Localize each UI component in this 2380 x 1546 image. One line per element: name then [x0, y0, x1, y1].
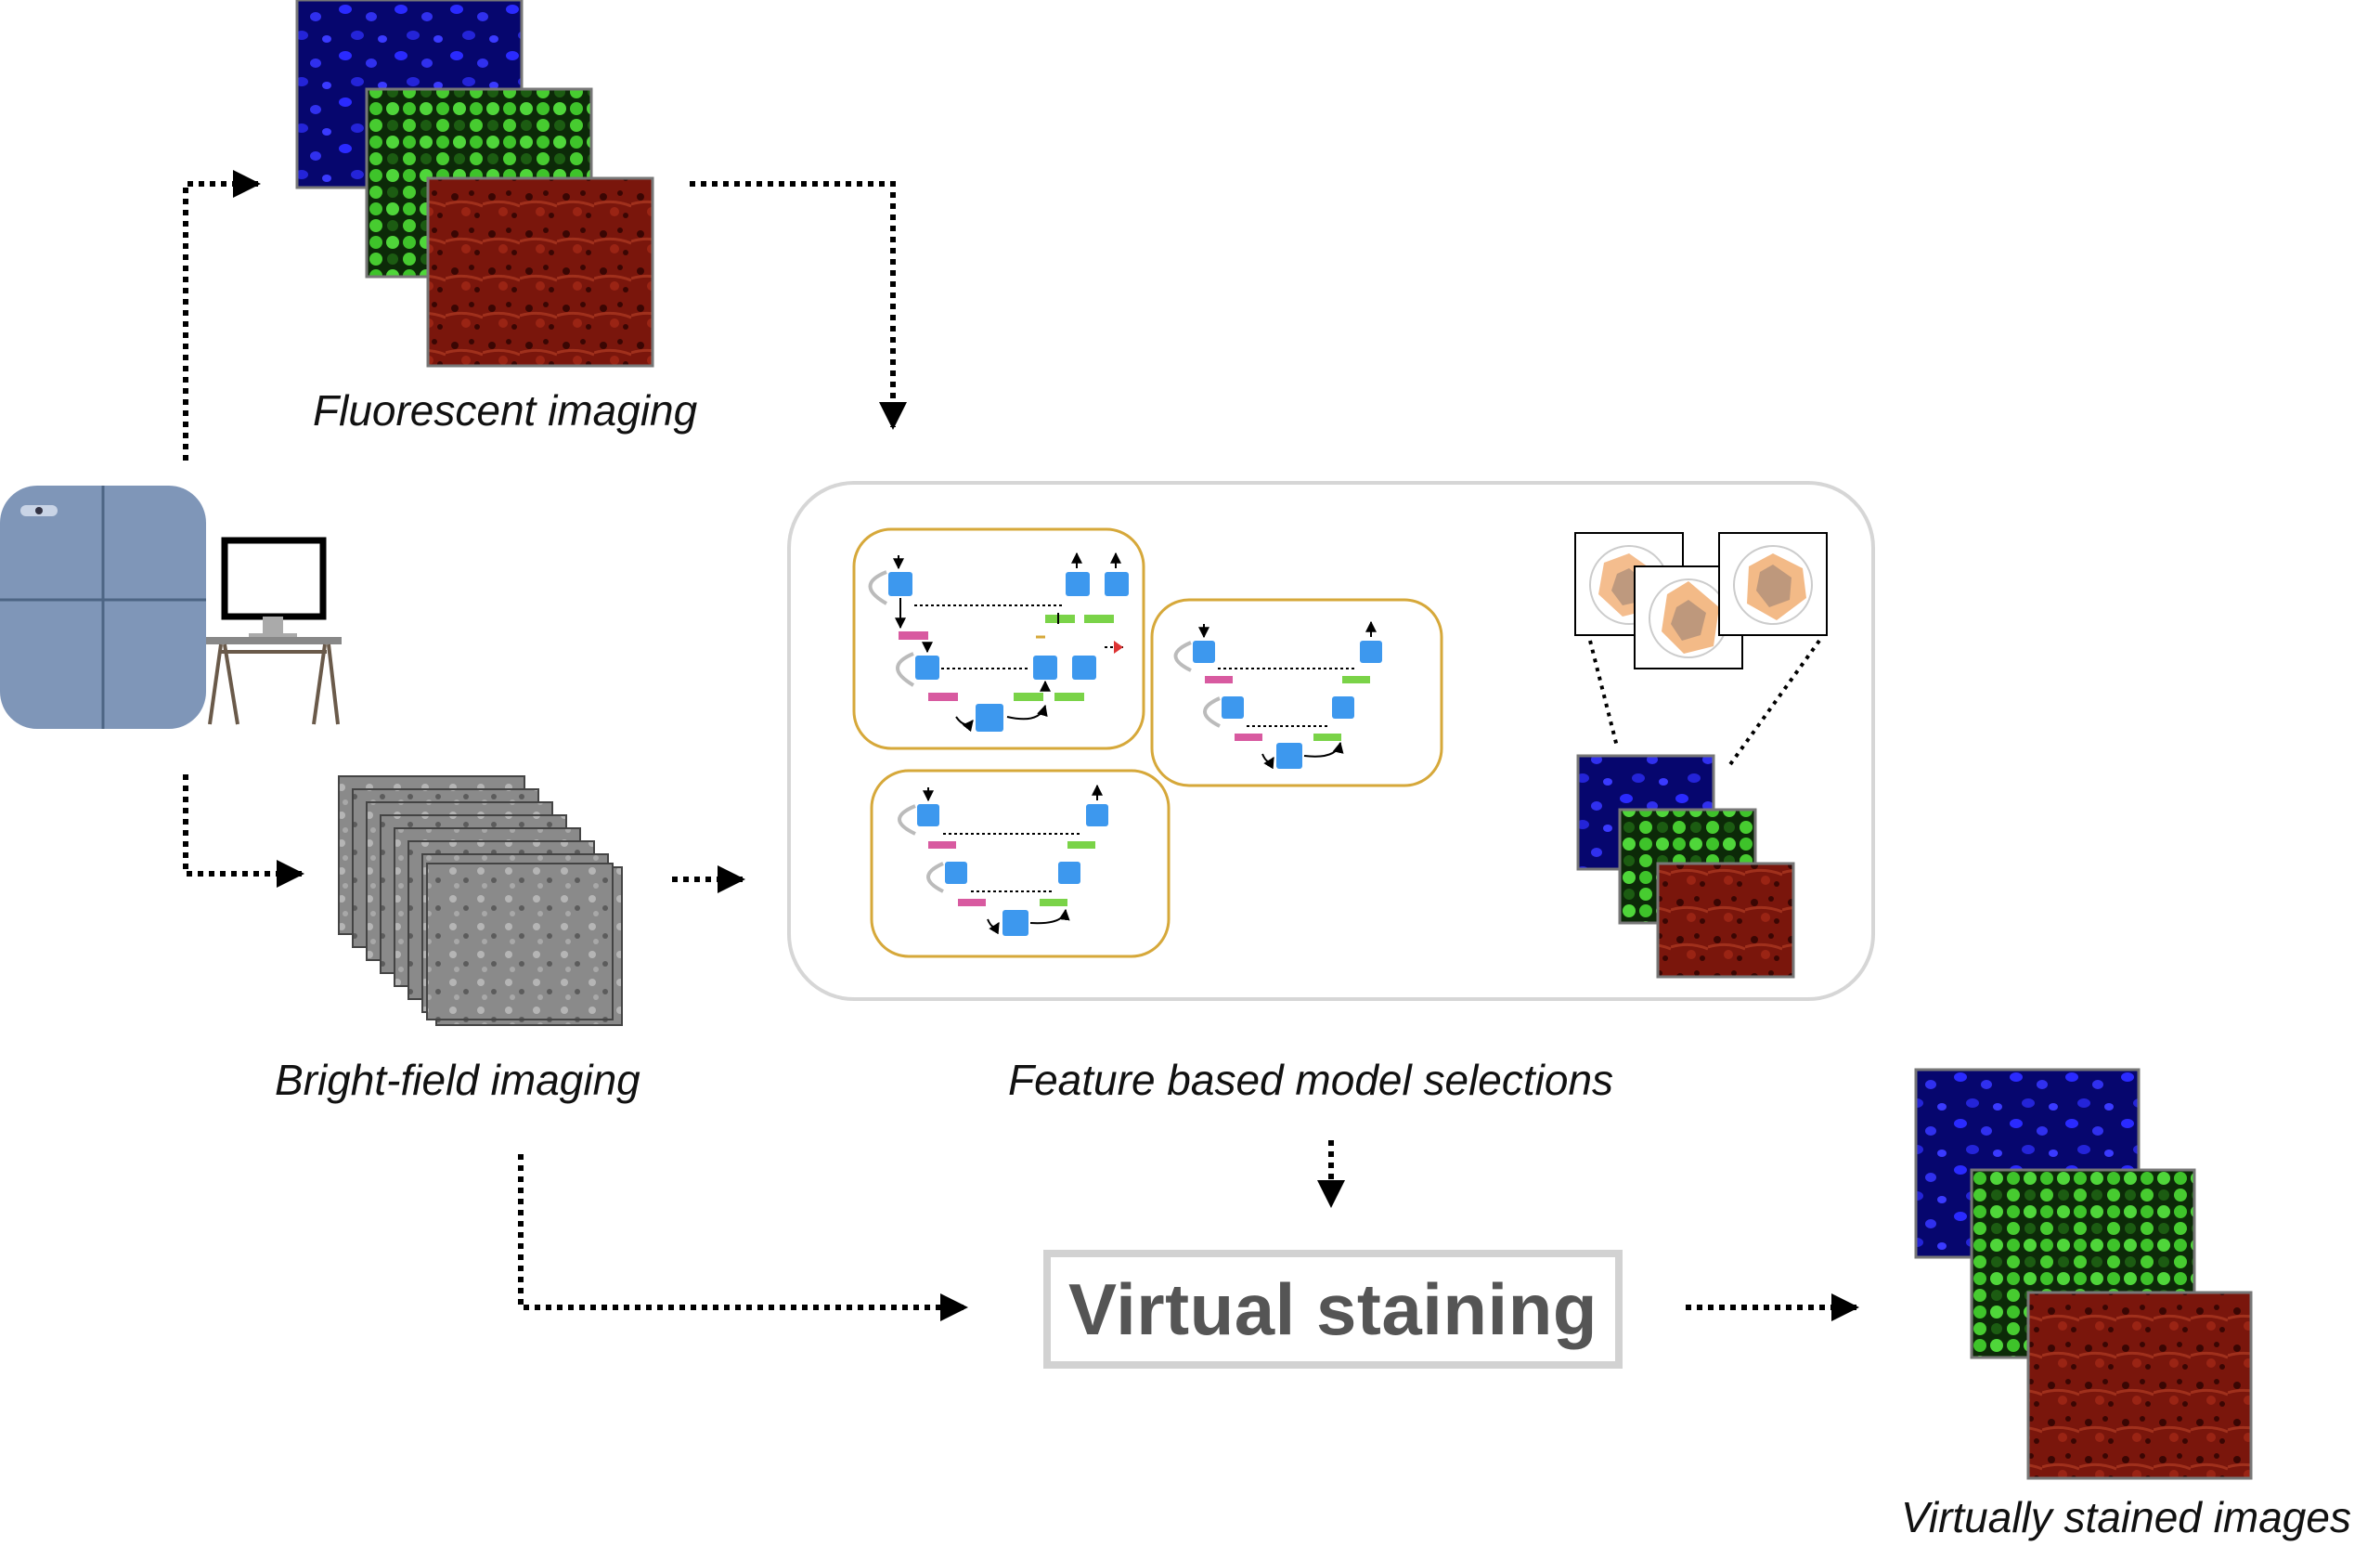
caption-feature-model-selections: Feature based model selections	[1008, 1056, 1614, 1104]
radar-chart-3	[1718, 532, 1828, 636]
caption-fluorescent-imaging: Fluorescent imaging	[313, 386, 698, 435]
feature-radar-charts	[1574, 532, 1828, 769]
arrow-bright-field-to-staining	[518, 1154, 968, 1321]
panel-image-stack	[1576, 754, 1795, 979]
unet-model-2	[1150, 598, 1443, 787]
virtually-stained-image-stack	[1914, 1068, 2253, 1480]
arrow-to-bright-field	[183, 774, 304, 888]
arrow-fluorescent-to-models	[690, 181, 907, 430]
red-channel-image	[426, 176, 654, 368]
arrow-to-fluorescent	[183, 170, 261, 461]
flow-arrows	[183, 170, 1859, 1321]
virtual-staining-label: Virtual staining	[1068, 1267, 1597, 1350]
unet-model-1	[852, 527, 1145, 750]
computer-desk-icon	[206, 537, 342, 725]
fluorescent-image-stack	[295, 0, 654, 368]
radar-chart-2	[1634, 565, 1743, 669]
bright-field-image-stack	[338, 775, 623, 1026]
virtual-staining-box: Virtual staining	[1043, 1250, 1623, 1369]
output-red-image	[2026, 1291, 2253, 1480]
caption-virtually-stained-images: Virtually stained images	[1901, 1493, 2351, 1541]
microscope-icon	[0, 486, 206, 729]
caption-bright-field-imaging: Bright-field imaging	[275, 1056, 640, 1104]
unet-model-3	[870, 769, 1171, 958]
